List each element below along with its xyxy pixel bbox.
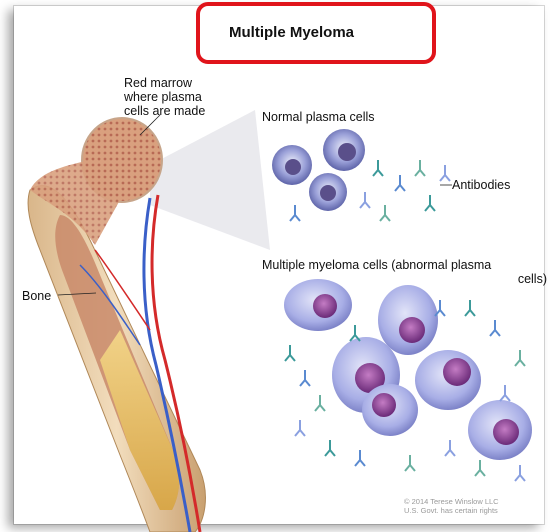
copyright-line: U.S. Govt. has certain rights: [404, 506, 498, 515]
normal-cell-nucleus: [338, 143, 356, 161]
copyright-notice: © 2014 Terese Winslow LLC U.S. Govt. has…: [404, 497, 534, 515]
antibodies-label: Antibodies: [452, 178, 510, 192]
normal-cell-nucleus: [320, 185, 336, 201]
myeloma-cell-nucleus: [313, 294, 337, 318]
myeloma-cell-nucleus: [399, 317, 425, 343]
marrow-label: Red marrow where plasma cells are made: [124, 76, 234, 118]
myeloma-cell-nucleus: [443, 358, 471, 386]
page-title: Multiple Myeloma: [229, 24, 354, 41]
myeloma-label-line1: Multiple myeloma cells (abnormal plasma: [262, 258, 491, 272]
normal-cells-label: Normal plasma cells: [262, 110, 375, 124]
myeloma-cell-nucleus: [372, 393, 396, 417]
myeloma-cells-label: Multiple myeloma cells (abnormal plasma …: [262, 258, 547, 286]
myeloma-label-line2: cells): [262, 272, 547, 286]
marrow-label-line: Red marrow: [124, 76, 192, 90]
marrow-label-line: where plasma: [124, 90, 202, 104]
normal-cell-nucleus: [285, 159, 301, 175]
myeloma-cell-nucleus: [493, 419, 519, 445]
copyright-line: © 2014 Terese Winslow LLC: [404, 497, 499, 506]
myeloma-cells: [284, 279, 532, 460]
zoom-wedge: [150, 110, 270, 250]
marrow-label-line: cells are made: [124, 104, 205, 118]
normal-plasma-cells: [272, 129, 365, 211]
bone-label: Bone: [22, 289, 51, 303]
